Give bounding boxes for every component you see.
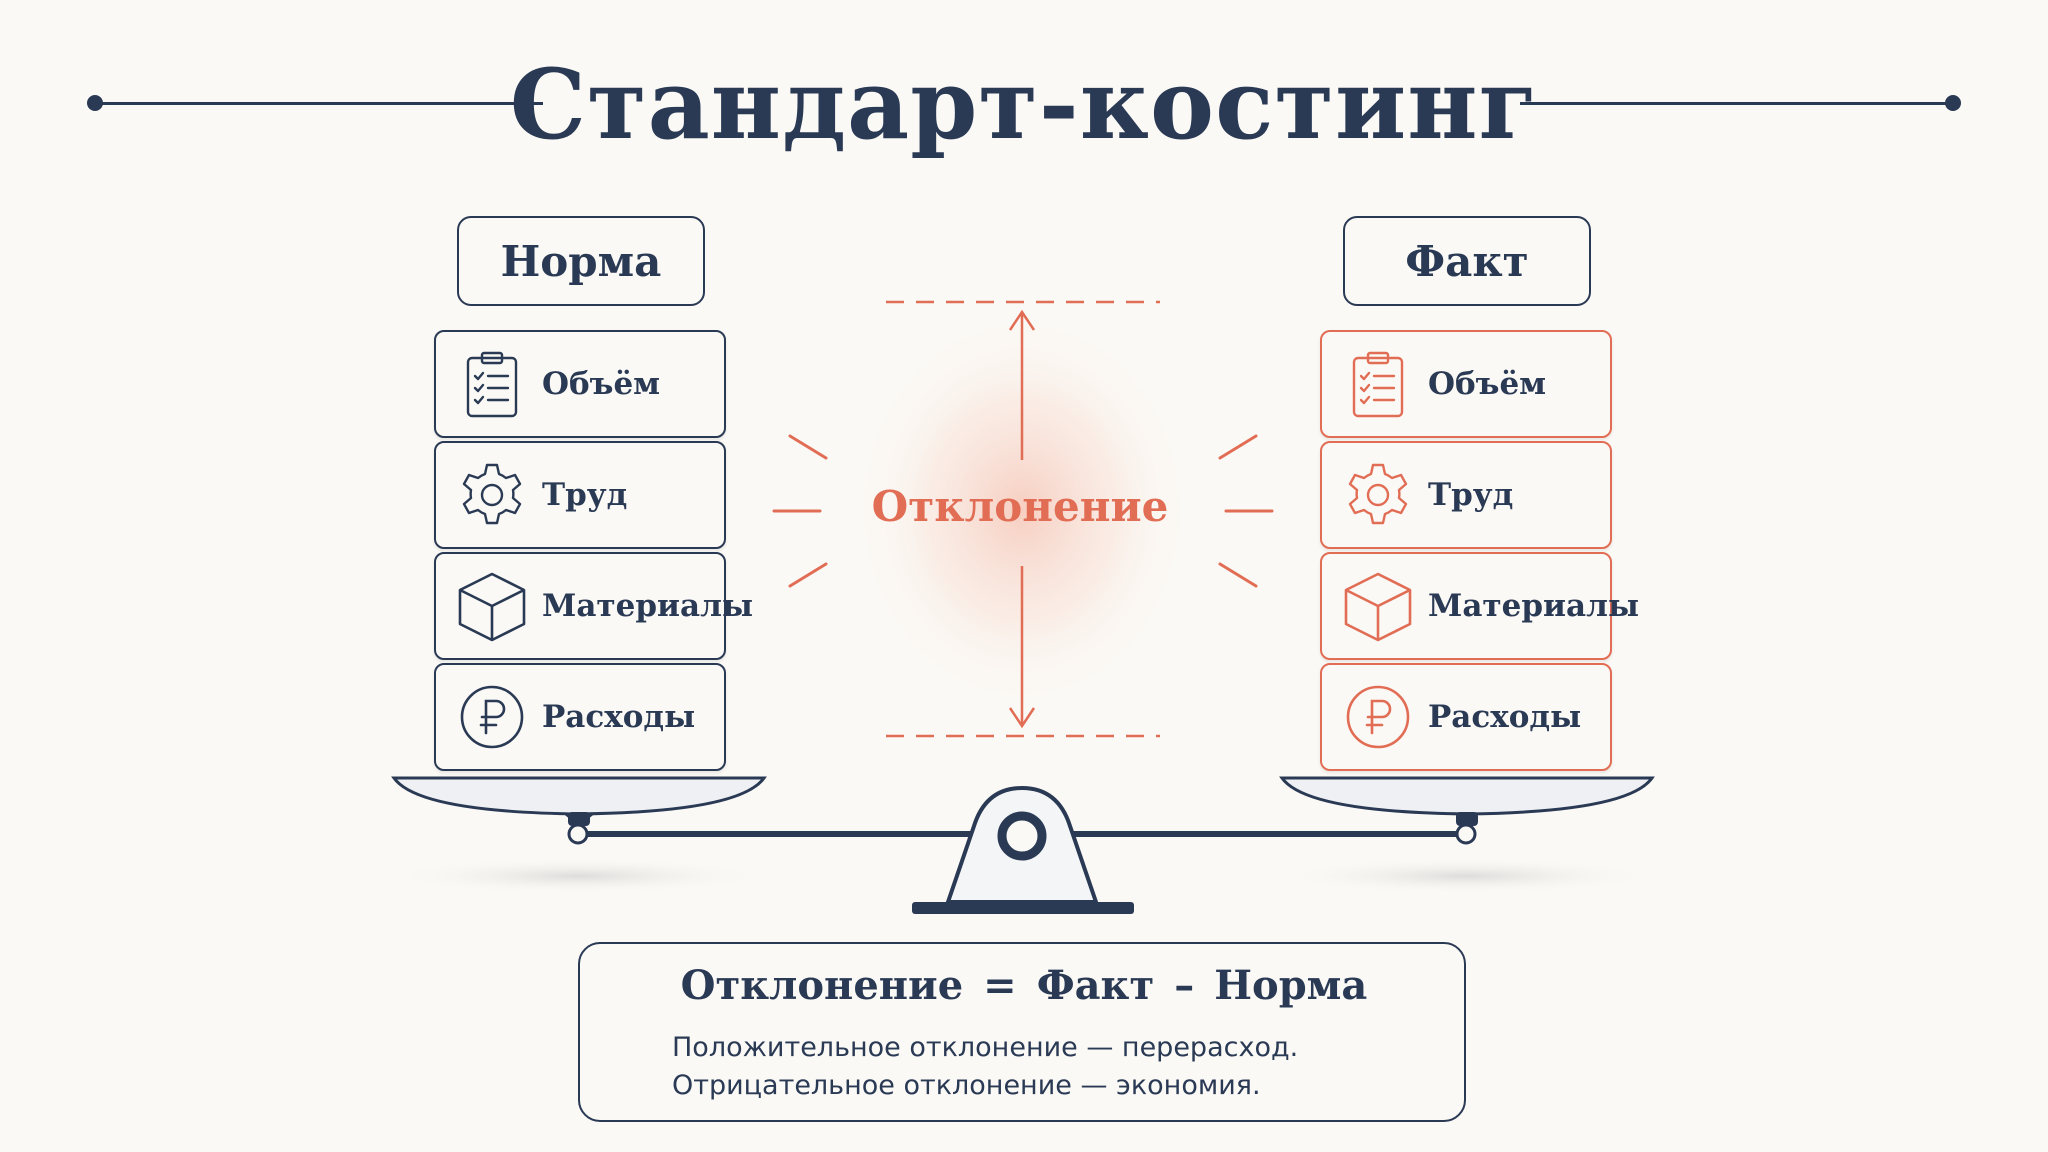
title-rule-right: [1520, 102, 1952, 105]
right-pan-shadow: [1276, 858, 1656, 894]
gear-icon: [1340, 457, 1416, 533]
norm-item-label: Расходы: [542, 699, 696, 735]
fact-item-label: Объём: [1428, 366, 1547, 402]
fact-header: Факт: [1343, 216, 1591, 306]
fact-item-label: Материалы: [1428, 588, 1640, 624]
gear-icon: [454, 457, 530, 533]
norm-card-volume: Объём: [434, 330, 726, 438]
formula-equals: =: [983, 962, 1017, 1009]
deviation-label: Отклонение: [871, 482, 1169, 531]
title-area: Стандарт-костинг: [0, 40, 2048, 170]
fact-card-labor: Труд: [1320, 441, 1612, 549]
clipboard-checklist-icon: [1340, 346, 1416, 422]
norm-card-materials: Материалы: [434, 552, 753, 660]
formula-minus: –: [1174, 962, 1195, 1009]
cube-icon: [454, 568, 530, 644]
formula-norm: Норма: [1214, 962, 1368, 1009]
norm-header: Норма: [457, 216, 705, 306]
norm-item-label: Материалы: [542, 588, 754, 624]
formula-box: Отклонение = Факт–Норма Положительное откл…: [578, 942, 1466, 1122]
fact-card-expenses: Расходы: [1320, 663, 1612, 771]
formula-lhs: Отклонение: [680, 962, 964, 1009]
formula-fact: Факт: [1036, 962, 1155, 1009]
cube-icon: [1340, 568, 1416, 644]
arrow-down-head: [1008, 707, 1036, 729]
left-pan-shadow: [388, 858, 768, 894]
ruble-icon: [1340, 679, 1416, 755]
formula: Отклонение = Факт–Норма: [580, 962, 1468, 1009]
formula-note-negative: Отрицательное отклонение — экономия.: [672, 1070, 1261, 1101]
page-title: Стандарт-костинг: [509, 48, 1539, 161]
fact-item-label: Расходы: [1428, 699, 1582, 735]
right-pan: [1279, 776, 1655, 816]
scale-base: [912, 902, 1134, 914]
norm-stack: Объём Труд Материалы Расхо: [434, 330, 753, 774]
title-rule-right-dot: [1945, 95, 1961, 111]
arrow-up-head: [1008, 309, 1036, 331]
left-pan: [391, 776, 767, 816]
norm-item-label: Труд: [542, 477, 628, 513]
rays-left: [772, 434, 828, 588]
clipboard-checklist-icon: [454, 346, 530, 422]
fact-card-volume: Объём: [1320, 330, 1612, 438]
norm-card-expenses: Расходы: [434, 663, 726, 771]
deviation-glow: [852, 310, 1192, 710]
norm-item-label: Объём: [542, 366, 661, 402]
fact-item-label: Труд: [1428, 477, 1514, 513]
norm-card-labor: Труд: [434, 441, 726, 549]
ruble-icon: [454, 679, 530, 755]
rays-right: [1218, 434, 1274, 588]
formula-note-positive: Положительное отклонение — перерасход.: [672, 1032, 1299, 1063]
title-rule-left: [95, 102, 543, 105]
fact-card-materials: Материалы: [1320, 552, 1639, 660]
fact-stack: Объём Труд Материалы Расхо: [1320, 330, 1639, 774]
